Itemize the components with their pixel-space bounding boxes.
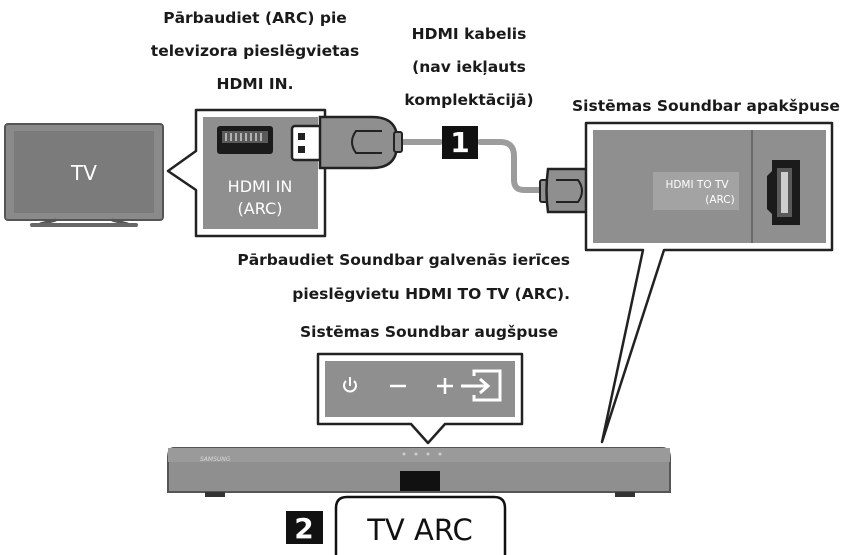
hdmi-cable-line1: HDMI kabelis bbox=[411, 25, 527, 43]
hdmi-cable-label: HDMI kabelis (nav iekļauts komplektācijā… bbox=[384, 22, 554, 112]
check-tv-port-line3: HDMI IN. bbox=[216, 75, 294, 93]
source-icon bbox=[461, 369, 502, 402]
hdmi-cable: 1 bbox=[290, 115, 650, 214]
hdmi-plug-left bbox=[290, 115, 403, 170]
step1-number: 1 bbox=[450, 126, 469, 159]
volume-up-icon bbox=[437, 378, 453, 394]
soundbar-bottom-label: Sistēmas Soundbar apakšpuse bbox=[572, 97, 840, 115]
soundbar-hdmi-socket bbox=[767, 160, 800, 225]
tv-arc-label: TV ARC bbox=[366, 513, 473, 547]
check-tv-port-line2: televizora pieslēgvietas bbox=[150, 42, 360, 60]
tv-port-label-line1: HDMI IN bbox=[228, 177, 293, 196]
check-soundbar-port-label: Pārbaudiet Soundbar galvenās ierīces pie… bbox=[230, 248, 570, 306]
hdmi-cable-line3: komplektācijā) bbox=[404, 91, 534, 109]
step2-number: 2 bbox=[294, 512, 313, 545]
check-soundbar-port-line2: pieslēgvietu HDMI TO TV (ARC). bbox=[292, 285, 570, 303]
soundbar-display bbox=[400, 471, 440, 491]
tv-label: TV bbox=[70, 161, 97, 185]
soundbar-bottom-callout: HDMI TO TV (ARC) bbox=[584, 121, 834, 444]
soundbar-top-callout bbox=[316, 352, 524, 445]
power-icon bbox=[343, 377, 357, 393]
tv-port-label-line2: (ARC) bbox=[238, 199, 283, 218]
tv-illustration: TV bbox=[4, 123, 164, 227]
soundbar-illustration: SAMSUNG bbox=[167, 447, 671, 497]
check-tv-port-label: Pārbaudiet (ARC) pie televizora pieslēgv… bbox=[140, 6, 370, 96]
step1-badge bbox=[442, 126, 478, 159]
hdmi-cable-line2: (nav iekļauts bbox=[412, 58, 526, 76]
check-tv-port-line1: Pārbaudiet (ARC) pie bbox=[163, 9, 347, 27]
soundbar-port-label-line2: (ARC) bbox=[705, 194, 734, 206]
soundbar-top-label: Sistēmas Soundbar augšpuse bbox=[300, 323, 559, 341]
soundbar-brand: SAMSUNG bbox=[200, 456, 231, 463]
step2-badge bbox=[286, 511, 323, 544]
check-soundbar-port-line1: Pārbaudiet Soundbar galvenās ierīces bbox=[237, 251, 570, 269]
step2-group: 2 TV ARC bbox=[286, 495, 507, 555]
soundbar-port-label-line1: HDMI TO TV bbox=[665, 179, 729, 191]
